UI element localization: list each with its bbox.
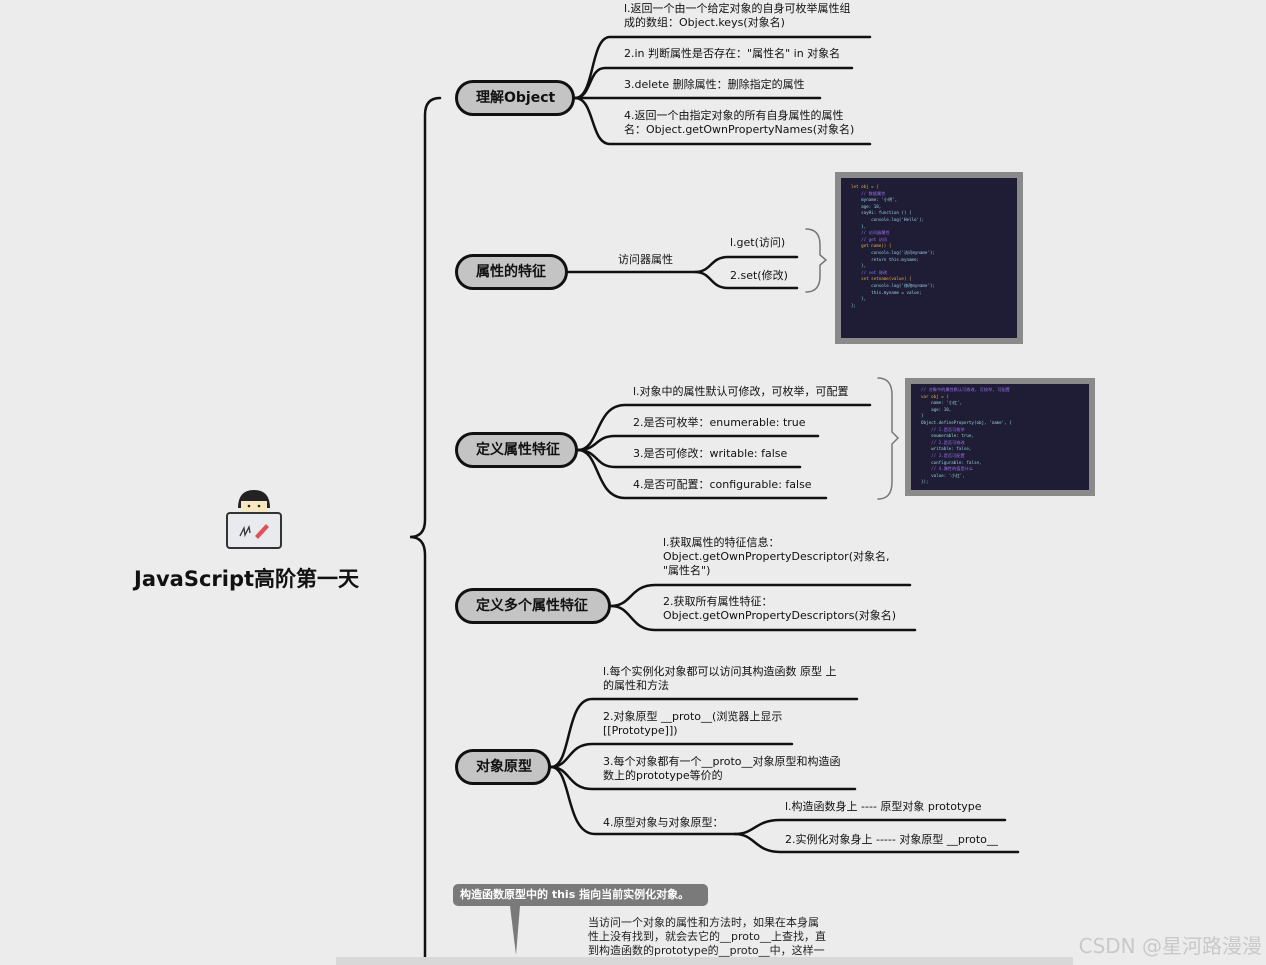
leaf-text: [[Prototype]]) <box>603 724 678 737</box>
leaf-in-operator[interactable]: 2.in 判断属性是否存在："属性名" in 对象名 <box>624 47 841 60</box>
code-line: myname: '小明', <box>851 197 898 203</box>
code-line: console.log('访问myname'); <box>851 249 936 255</box>
root-title[interactable]: JavaScript高阶第一天 <box>134 567 360 591</box>
watermark: CSDN @星河路漫漫 <box>1078 934 1262 958</box>
code-screenshot-accessor[interactable]: let obj = { // 数据属性 myname: '小明', age: 1… <box>835 172 1023 344</box>
callout-body: 当访问一个对象的属性和方法时，如果在本身属性上没有找到，就会去它的__proto… <box>588 916 826 958</box>
leaf-text: Object.getOwnPropertyDescriptors(对象名) <box>663 609 897 622</box>
code-line: }, <box>851 296 867 302</box>
code-line: // 2.是否可修改 <box>921 439 965 445</box>
code-line: set setname(value) { <box>851 276 912 282</box>
code-line: sayHi: function () { <box>851 210 912 216</box>
leaf-text: l.获取属性的特征信息： <box>663 536 780 549</box>
node-object-prototype[interactable]: 对象原型 <box>455 749 551 785</box>
code-line: }, <box>851 223 867 229</box>
leaf-get-descriptor[interactable]: l.获取属性的特征信息：Object.getOwnPropertyDescrip… <box>663 536 890 578</box>
code-line: value: '小红', <box>921 472 965 478</box>
code-line: age: 18, <box>921 406 952 412</box>
subleaf-constructor-prototype[interactable]: l.构造函数身上 ---- 原型对象 prototype <box>785 800 982 813</box>
code-line: enumerable: true, <box>921 433 974 439</box>
code-line: writable: false, <box>921 446 972 452</box>
leaf-text: 数上的prototype等价的 <box>603 769 723 782</box>
leaf-text: l.返回一个由一个给定对象的自身可枚举属性组 <box>624 2 851 15</box>
callout-this-note[interactable]: 构造函数原型中的 this 指向当前实例化对象。 <box>453 884 708 906</box>
leaf-writable[interactable]: 3.是否可修改：writable: false <box>633 447 788 460</box>
code-line: // 1.是否可枚举 <box>921 426 965 432</box>
horizontal-scrollbar[interactable] <box>336 957 1073 965</box>
callout-line: 性上没有找到，就会去它的__proto__上查找，直 <box>588 930 827 943</box>
callout-line: 当访问一个对象的属性和方法时，如果在本身属 <box>588 916 819 929</box>
leaf-text: 成的数组：Object.keys(对象名) <box>624 16 785 29</box>
leaf-proto-equal[interactable]: 3.每个对象都有一个__proto__对象原型和构造函数上的prototype等… <box>603 755 841 783</box>
leaf-configurable[interactable]: 4.是否可配置：configurable: false <box>633 478 812 491</box>
node-property-features[interactable]: 属性的特征 <box>455 254 568 290</box>
root-avatar <box>226 488 282 550</box>
code-line: age: 18, <box>851 203 882 209</box>
code-line: // 访问器属性 <box>851 230 890 236</box>
leaf-get-descriptors[interactable]: 2.获取所有属性特征：Object.getOwnPropertyDescript… <box>663 595 896 623</box>
code-line: get name() { <box>851 243 892 249</box>
code-line: }); <box>921 479 929 485</box>
leaf-proto[interactable]: 2.对象原型 __proto__(浏览器上显示[[Prototype]]) <box>603 710 782 738</box>
code-line: configurable: false, <box>921 459 982 465</box>
leaf-text: "属性名") <box>663 564 711 577</box>
code-line: // 4.属性的值是什么 <box>921 466 974 472</box>
leaf-text: 4.返回一个由指定对象的所有自身属性的属性 <box>624 109 844 122</box>
code-line: name: '小红', <box>921 400 963 406</box>
code-line: } <box>921 413 924 419</box>
node-define-properties[interactable]: 定义多个属性特征 <box>455 588 611 624</box>
code-line: this.myname = value; <box>851 289 922 295</box>
code-line: // set 修改 <box>851 269 888 275</box>
code-line: // 对象中的属性默认可修改, 可枚举, 可配置 <box>921 387 1010 392</box>
node-understand-object[interactable]: 理解Object <box>455 80 575 116</box>
code-line: return this.myname; <box>851 256 920 262</box>
code-line: }, <box>851 263 867 269</box>
code-line: // get 访问 <box>851 236 888 242</box>
leaf-instance-access[interactable]: l.每个实例化对象都可以访问其构造函数 原型 上的属性和方法 <box>603 665 837 693</box>
node-define-property[interactable]: 定义属性特征 <box>455 432 578 468</box>
code-line: }; <box>851 302 857 308</box>
leaf-delete[interactable]: 3.delete 删除属性：删除指定的属性 <box>624 78 805 91</box>
leaf-defaults[interactable]: l.对象中的属性默认可修改，可枚举，可配置 <box>633 385 849 398</box>
accessor-property-label[interactable]: 访问器属性 <box>618 253 673 266</box>
leaf-object-keys[interactable]: l.返回一个由一个给定对象的自身可枚举属性组成的数组：Object.keys(对… <box>624 2 851 30</box>
code-line: Object.defineProperty(obj, 'name', { <box>921 419 1012 425</box>
code-line: var obj = { <box>921 393 949 399</box>
subleaf-instance-proto[interactable]: 2.实例化对象身上 ----- 对象原型 __proto__ <box>785 833 998 846</box>
code-line: // 3.是否可配置 <box>921 452 965 458</box>
leaf-text: Object.getOwnPropertyDescriptor(对象名, <box>663 550 890 563</box>
leaf-get[interactable]: l.get(访问) <box>730 236 786 249</box>
code-line: console.log('Hello'); <box>851 216 925 222</box>
leaf-get-own-property-names[interactable]: 4.返回一个由指定对象的所有自身属性的属性名：Object.getOwnProp… <box>624 109 854 137</box>
leaf-text: 3.每个对象都有一个__proto__对象原型和构造函 <box>603 755 841 768</box>
leaf-prototype-vs-proto[interactable]: 4.原型对象与对象原型： <box>603 816 724 829</box>
leaf-text: l.每个实例化对象都可以访问其构造函数 原型 上 <box>603 665 837 678</box>
leaf-set[interactable]: 2.set(修改) <box>730 269 788 282</box>
leaf-enumerable[interactable]: 2.是否可枚举：enumerable: true <box>633 416 806 429</box>
leaf-text: 2.获取所有属性特征： <box>663 595 773 608</box>
person-drawing-icon <box>226 490 282 549</box>
code-line: let obj = { <box>851 184 879 189</box>
code-line: console.log('修改myname'); <box>851 282 936 288</box>
leaf-text: 2.对象原型 __proto__(浏览器上显示 <box>603 710 783 723</box>
code-line: // 数据属性 <box>851 190 886 196</box>
callout-line: 到构造函数的prototype的__proto__中，这样一 <box>588 944 825 957</box>
leaf-text: 的属性和方法 <box>603 679 669 692</box>
leaf-text: 名：Object.getOwnPropertyNames(对象名) <box>624 123 855 136</box>
